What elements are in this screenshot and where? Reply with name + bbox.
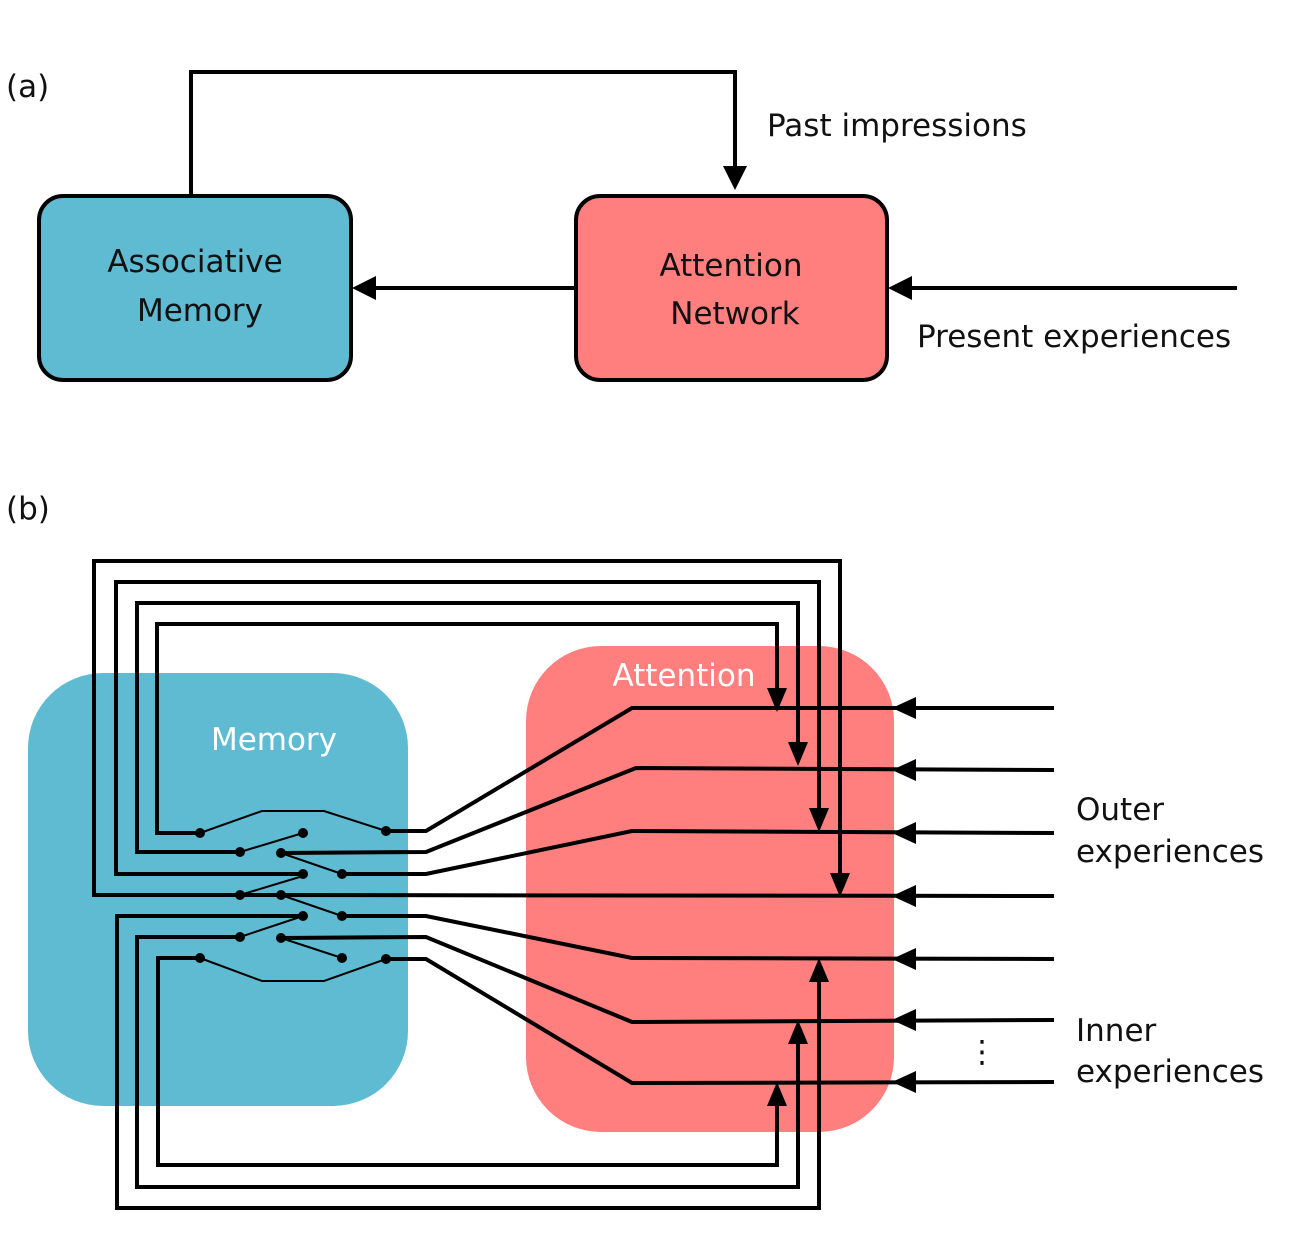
experience-line-1 [386, 706, 1054, 833]
associative-memory-box [37, 194, 353, 382]
inner-loop-3 [156, 956, 779, 1167]
outer-loop-2 [135, 601, 800, 854]
memory-junction-dots [195, 826, 391, 964]
panel-a-label: (a) [6, 69, 49, 105]
outer-loop-1 [155, 622, 779, 835]
associative-memory-label-line1: Associative [107, 244, 282, 280]
panel-b: (b) Memory Attention [6, 491, 1264, 1210]
attention-network-label-line1: Attention [659, 248, 802, 284]
present-experiences-label: Present experiences [917, 319, 1231, 355]
experience-arrowhead-6 [892, 1009, 916, 1031]
experience-line-4 [239, 893, 1055, 898]
inner-experiences-label-line2: experiences [1076, 1054, 1264, 1090]
outer-loop-3-arrowhead [809, 808, 829, 832]
attention-to-memory-arrowhead [352, 276, 376, 300]
panel-a: (a) Associative Memory Attention Network… [6, 69, 1237, 382]
experience-arrowhead-7 [892, 1071, 916, 1093]
inner-loop-3-arrowhead [767, 1082, 787, 1106]
outer-experiences-label-line2: experiences [1076, 834, 1264, 870]
panel-b-label: (b) [6, 491, 50, 527]
experience-line-2 [280, 765, 1055, 855]
experience-arrowhead-1 [892, 697, 916, 719]
experience-line-7 [386, 957, 1055, 1086]
outer-loop-4-arrowhead [830, 873, 850, 897]
attention-network-box [574, 194, 889, 382]
past-impressions-label: Past impressions [767, 108, 1027, 144]
inner-loop-2 [135, 935, 800, 1189]
memory-crossing-network [199, 810, 387, 982]
associative-memory-label-line2: Memory [137, 293, 263, 329]
inner-loop-1 [115, 914, 821, 1210]
past-impressions-connector [189, 70, 737, 196]
outer-loop-1-arrowhead [767, 688, 787, 712]
attention-region-label: Attention [612, 658, 755, 694]
outer-loop-2-arrowhead [788, 742, 808, 766]
experience-line-3 [342, 828, 1055, 876]
inner-loop-2-arrowhead [788, 1020, 808, 1044]
experience-arrowhead-5 [892, 948, 916, 970]
experience-arrowhead-2 [892, 759, 916, 781]
inner-loop-1-arrowhead [809, 958, 829, 982]
memory-region [28, 673, 408, 1106]
memory-region-label: Memory [211, 722, 337, 758]
experience-line-5 [342, 914, 1055, 961]
experience-arrowhead-4 [892, 885, 916, 907]
experience-line-6 [280, 934, 1055, 1025]
present-experiences-arrowhead [888, 276, 912, 300]
inner-experiences-label-line1: Inner [1076, 1013, 1157, 1049]
outer-loop-4 [92, 559, 842, 897]
experience-arrowhead-3 [892, 822, 916, 844]
past-impressions-arrowhead [723, 166, 747, 190]
outer-loop-3 [114, 580, 821, 876]
outer-experiences-label-line1: Outer [1076, 792, 1164, 828]
ellipsis-indicator: ⋮ [967, 1034, 998, 1070]
attention-network-label-line2: Network [670, 296, 799, 332]
